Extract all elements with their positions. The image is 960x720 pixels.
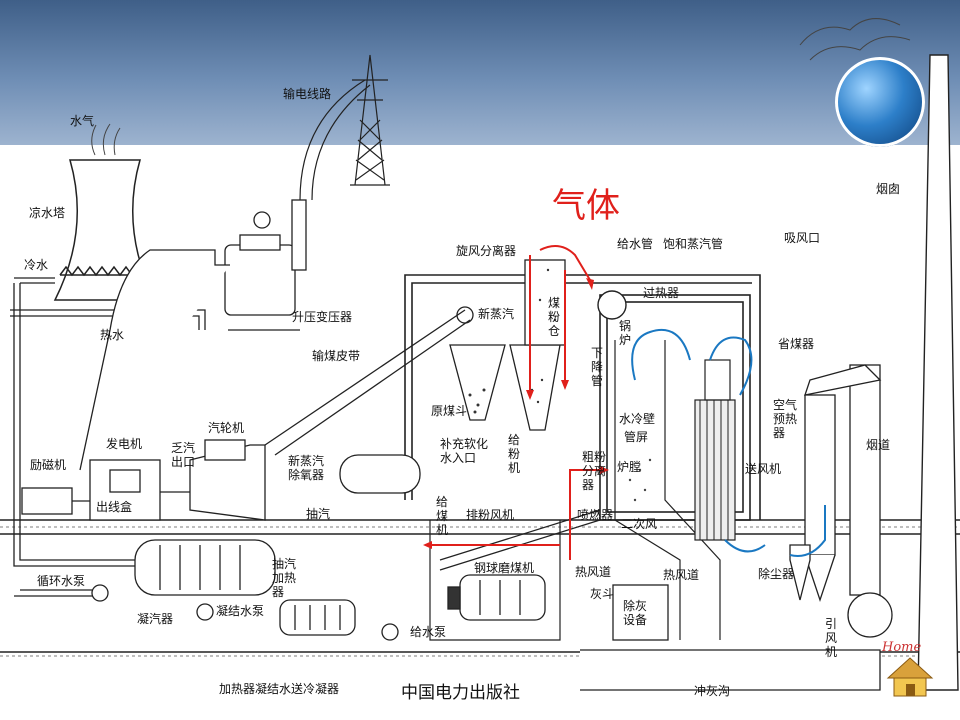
label-deaerator: 新蒸汽除氧器 [288, 454, 325, 482]
label-powder-feeder: 给粉机 [508, 433, 521, 475]
transformer [79, 199, 307, 471]
label-chimney: 烟囱 [876, 182, 901, 196]
blue-flow-lines [631, 329, 826, 557]
circulating-pump-shape [91, 584, 109, 602]
label-forced-fan: 送风机 [745, 462, 782, 476]
label-new-steam: 新蒸汽 [478, 307, 515, 321]
label-makeup-water: 补充软化水入口 [440, 437, 489, 465]
label-dust-collector: 除尘器 [758, 567, 795, 581]
label-heater-cooler: 加热器凝结水送冷凝器 [219, 682, 340, 696]
dust-collector [789, 544, 811, 601]
label-saturated-steam-pipe: 饱和蒸汽管 [663, 237, 724, 251]
label-ball-mill: 钢球磨煤机 [474, 561, 535, 575]
smoke-lines [799, 18, 911, 61]
red-flow-lines [430, 245, 600, 560]
air-preheater [804, 364, 893, 638]
coal-conveyor [264, 306, 474, 456]
chimney [917, 54, 959, 691]
label-furnace: 炉膛 [617, 460, 642, 474]
label-superheater: 过热器 [643, 286, 680, 300]
cooling-tower [53, 159, 157, 301]
label-coarse-separator: 粗粉分离器 [582, 450, 607, 492]
handwritten-note: 气体 [552, 186, 620, 226]
label-burner: 喷燃器 [577, 508, 614, 522]
condensate-pump-shape [196, 603, 214, 621]
label-condenser: 凝汽器 [137, 612, 174, 626]
label-ash-trench: 冲灰沟 [694, 684, 731, 698]
label-water-vapor: 水气 [70, 114, 95, 128]
deaerator [339, 454, 421, 494]
label-platen: 管屏 [624, 430, 649, 444]
drum-shape [597, 290, 627, 320]
home-label: Home [882, 640, 922, 655]
label-hot-air-duct-2: 热风道 [663, 568, 700, 582]
label-ash-removal: 除灰设备 [623, 599, 648, 627]
label-air-preheater: 空气预热器 [773, 398, 798, 440]
label-coal-feeder: 给煤机 [436, 495, 449, 537]
extraction-heater [279, 599, 356, 636]
label-water-wall: 水冷壁 [619, 412, 656, 426]
feed-pump-shape [381, 623, 399, 641]
label-transmission-line: 输电线路 [283, 87, 332, 101]
vapor-lines [91, 123, 121, 156]
boiler-frame [404, 274, 761, 521]
transmission-tower [299, 54, 390, 201]
turbine-generator [21, 439, 266, 521]
label-air-intake: 吸风口 [784, 231, 821, 245]
label-raw-coal-hopper: 原煤斗 [431, 404, 468, 418]
label-secondary-air: 二次风 [621, 517, 658, 531]
label-induced-fan: 引风机 [825, 617, 838, 659]
label-flue: 烟道 [866, 438, 891, 452]
label-extraction-heater: 抽汽加热器 [272, 557, 297, 599]
label-transformer: 升压变压器 [292, 310, 353, 324]
label-extraction-steam: 抽汽 [306, 507, 331, 521]
label-feed-pump: 给水泵 [410, 625, 447, 639]
label-hot-water: 热水 [100, 328, 125, 342]
label-cold-water: 冷水 [24, 258, 49, 272]
label-hot-air-duct: 热风道 [575, 565, 612, 579]
ash-removal [580, 584, 881, 691]
ball-mill [447, 574, 546, 621]
label-exhaust-fan: 排粉风机 [466, 508, 515, 522]
label-exhaust-outlet: 乏汽出口 [171, 441, 196, 469]
label-condensate-pump: 凝结水泵 [216, 604, 265, 618]
condenser [134, 539, 276, 596]
label-coal-belt: 输煤皮带 [312, 349, 361, 363]
home-button[interactable]: Home [880, 640, 940, 700]
label-boiler-drum: 锅炉 [619, 319, 632, 347]
coal-hoppers [449, 259, 566, 431]
globe-logo [835, 57, 925, 147]
furnace [614, 340, 736, 640]
label-circulating-pump: 循环水泵 [37, 574, 86, 588]
label-generator: 发电机 [106, 437, 143, 451]
label-coal-powder-bin: 煤粉仓 [548, 296, 561, 338]
label-economizer: 省煤器 [778, 337, 815, 351]
label-exciter: 励磁机 [30, 458, 67, 472]
label-downcomer: 下降管 [591, 346, 604, 388]
label-feedwater-pipe: 给水管 [617, 237, 654, 251]
label-ash-hopper: 灰斗 [590, 587, 615, 601]
home-icon [886, 657, 934, 697]
label-cyclone-separator: 旋风分离器 [456, 244, 517, 258]
publisher-label: 中国电力出版社 [401, 683, 520, 703]
top-banner [0, 0, 960, 145]
label-terminal-box: 出线盒 [96, 500, 133, 514]
label-turbine: 汽轮机 [208, 421, 245, 435]
label-cooling-tower: 凉水塔 [29, 206, 66, 220]
